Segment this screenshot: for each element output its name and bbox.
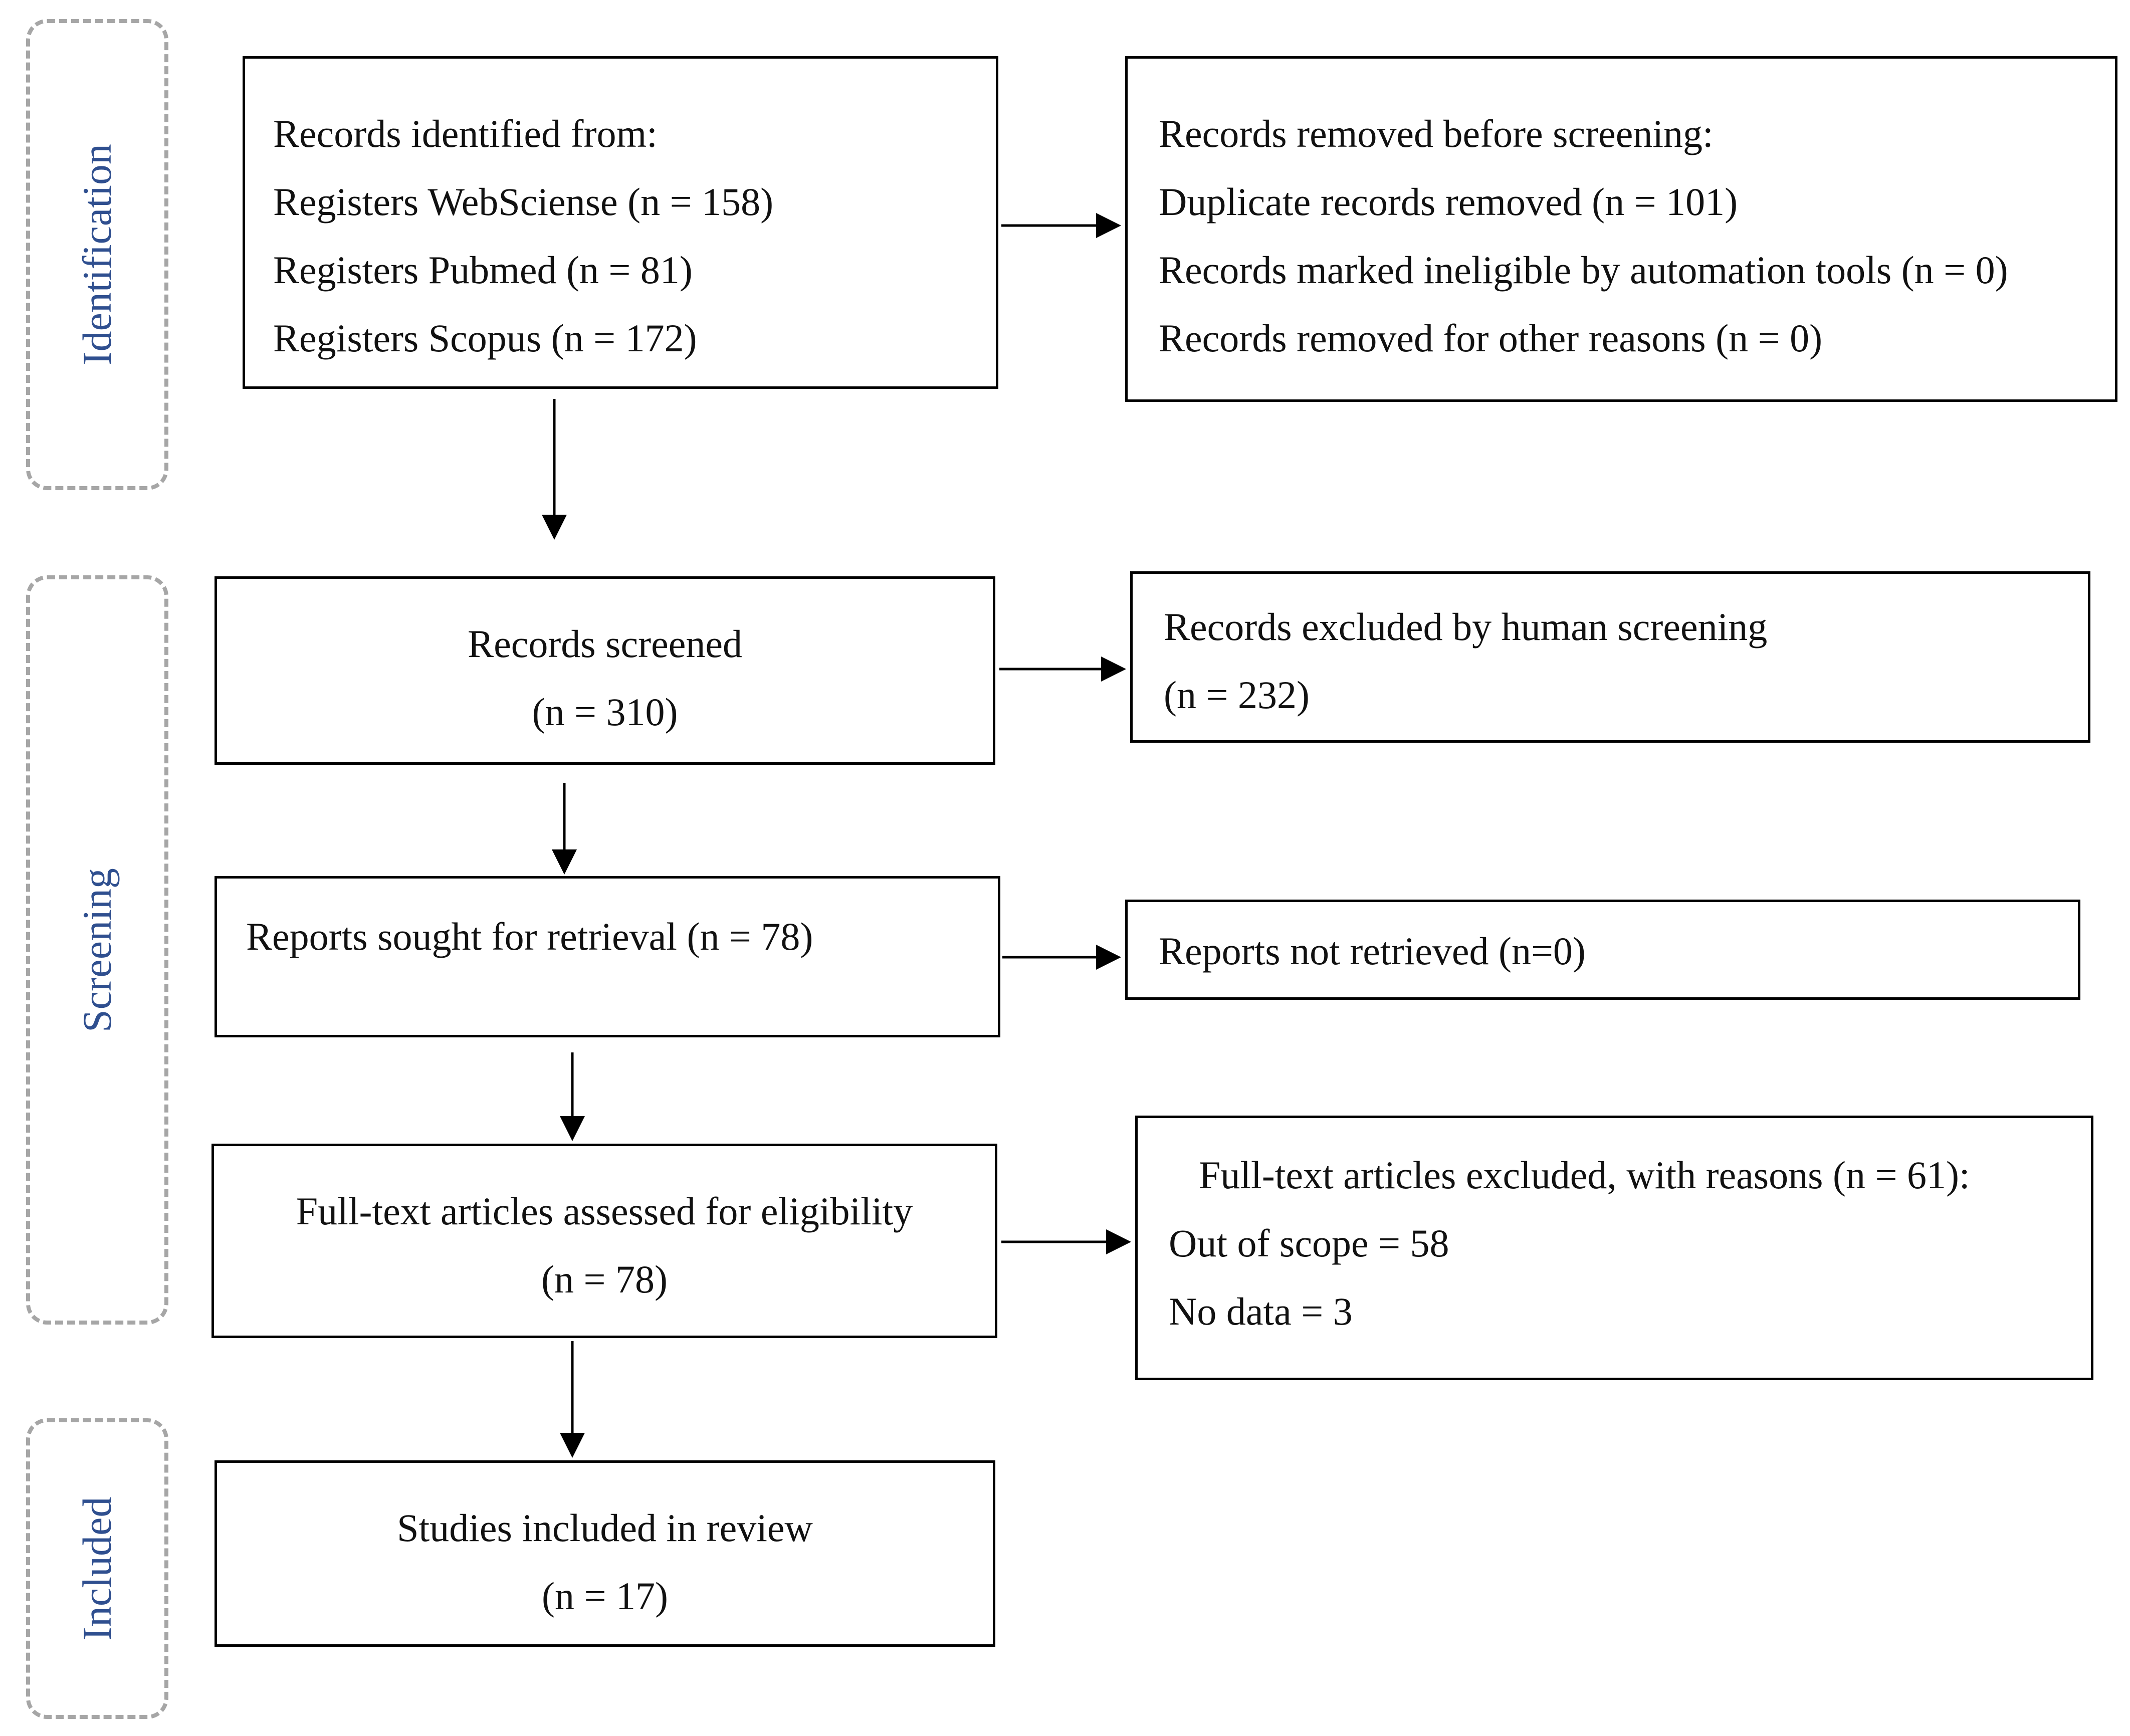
records-excluded-box: Records excluded by human screening (n =… [1130, 571, 2090, 743]
records-excluded-count: (n = 232) [1164, 673, 1310, 717]
register-scopus: Registers Scopus (n = 172) [273, 316, 697, 360]
duplicate-records-removed: Duplicate records removed (n = 101) [1159, 180, 1738, 224]
no-data-count: No data = 3 [1169, 1289, 1353, 1333]
studies-included-title: Studies included in review [397, 1506, 813, 1550]
records-screened-title: Records screened [468, 622, 742, 666]
phase-identification: Identification [26, 19, 168, 490]
full-text-assessed-title: Full-text articles assessed for eligibil… [296, 1189, 913, 1233]
records-identified-title: Records identified from: [273, 112, 658, 155]
records-removed-title: Records removed before screening: [1159, 112, 1714, 155]
phase-included: Included [26, 1418, 168, 1719]
full-text-excluded-title: Full-text articles excluded, with reason… [1199, 1153, 1970, 1197]
automation-ineligible: Records marked ineligible by automation … [1159, 248, 2008, 292]
records-removed-box: Records removed before screening: Duplic… [1125, 56, 2117, 402]
register-pubmed: Registers Pubmed (n = 81) [273, 248, 693, 292]
records-identified-box: Records identified from: Registers WebSc… [243, 56, 998, 389]
other-reasons-removed: Records removed for other reasons (n = 0… [1159, 316, 1823, 360]
full-text-excluded-box: Full-text articles excluded, with reason… [1135, 1116, 2093, 1380]
full-text-assessed-count: (n = 78) [541, 1257, 668, 1301]
out-of-scope-count: Out of scope = 58 [1169, 1221, 1449, 1265]
register-webscience: Registers WebSciense (n = 158) [273, 180, 774, 224]
records-excluded-title: Records excluded by human screening [1164, 605, 1768, 648]
studies-included-count: (n = 17) [542, 1574, 668, 1618]
reports-sought-title: Reports sought for retrieval (n = 78) [246, 915, 813, 958]
reports-sought-box: Reports sought for retrieval (n = 78) [215, 876, 1000, 1037]
reports-not-retrieved-box: Reports not retrieved (n=0) [1125, 900, 2080, 1000]
records-screened-box: Records screened (n = 310) [215, 576, 995, 765]
records-screened-count: (n = 310) [532, 690, 678, 734]
full-text-assessed-box: Full-text articles assessed for eligibil… [211, 1144, 997, 1338]
studies-included-box: Studies included in review (n = 17) [215, 1460, 995, 1647]
phase-screening: Screening [26, 575, 168, 1325]
reports-not-retrieved-title: Reports not retrieved (n=0) [1159, 929, 1586, 973]
